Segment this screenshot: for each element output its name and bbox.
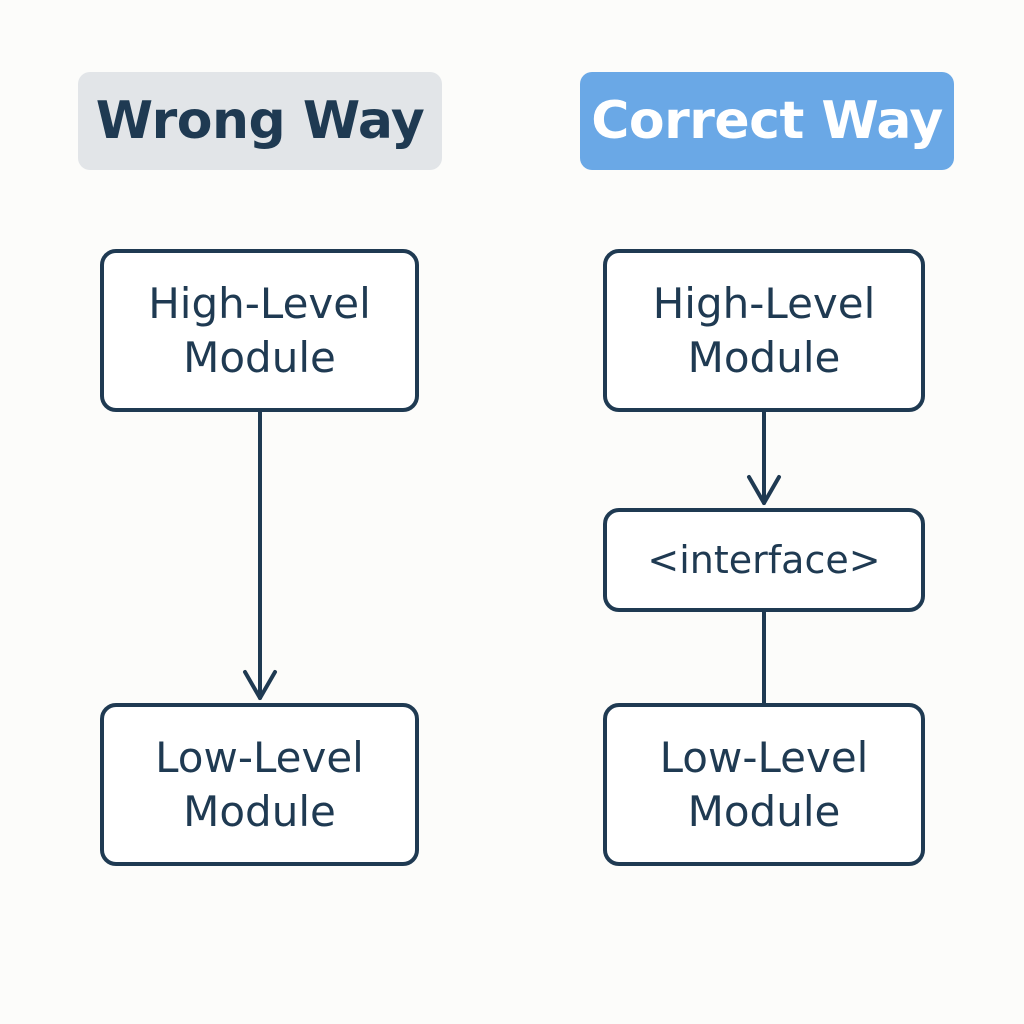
correct-way-heading: Correct Way — [580, 72, 954, 170]
wrong-low-level-label-line-1: Low-Level — [155, 732, 364, 782]
wrong-low-level-module-box: Low-Level Module — [100, 703, 419, 866]
correct-high-level-module-box: High-Level Module — [603, 249, 925, 412]
wrong-high-level-label-line-1: High-Level — [148, 278, 371, 328]
interface-label: <interface> — [647, 537, 881, 582]
correct-high-level-label-line-1: High-Level — [652, 278, 876, 328]
wrong-dependency-arrowhead — [243, 670, 277, 700]
correct-low-level-module-box: Low-Level Module — [603, 703, 925, 866]
wrong-way-heading: Wrong Way — [78, 72, 442, 170]
correct-dependency-arrowhead — [747, 475, 781, 505]
wrong-low-level-label-line-2: Module — [183, 786, 336, 836]
correct-low-level-label-line-2: Module — [687, 786, 841, 836]
wrong-high-level-label-line-2: Module — [183, 332, 336, 382]
correct-low-level-label-line-1: Low-Level — [659, 732, 869, 782]
correct-high-level-label-line-2: Module — [687, 332, 841, 382]
interface-box: <interface> — [603, 508, 925, 612]
wrong-high-level-module-box: High-Level Module — [100, 249, 419, 412]
